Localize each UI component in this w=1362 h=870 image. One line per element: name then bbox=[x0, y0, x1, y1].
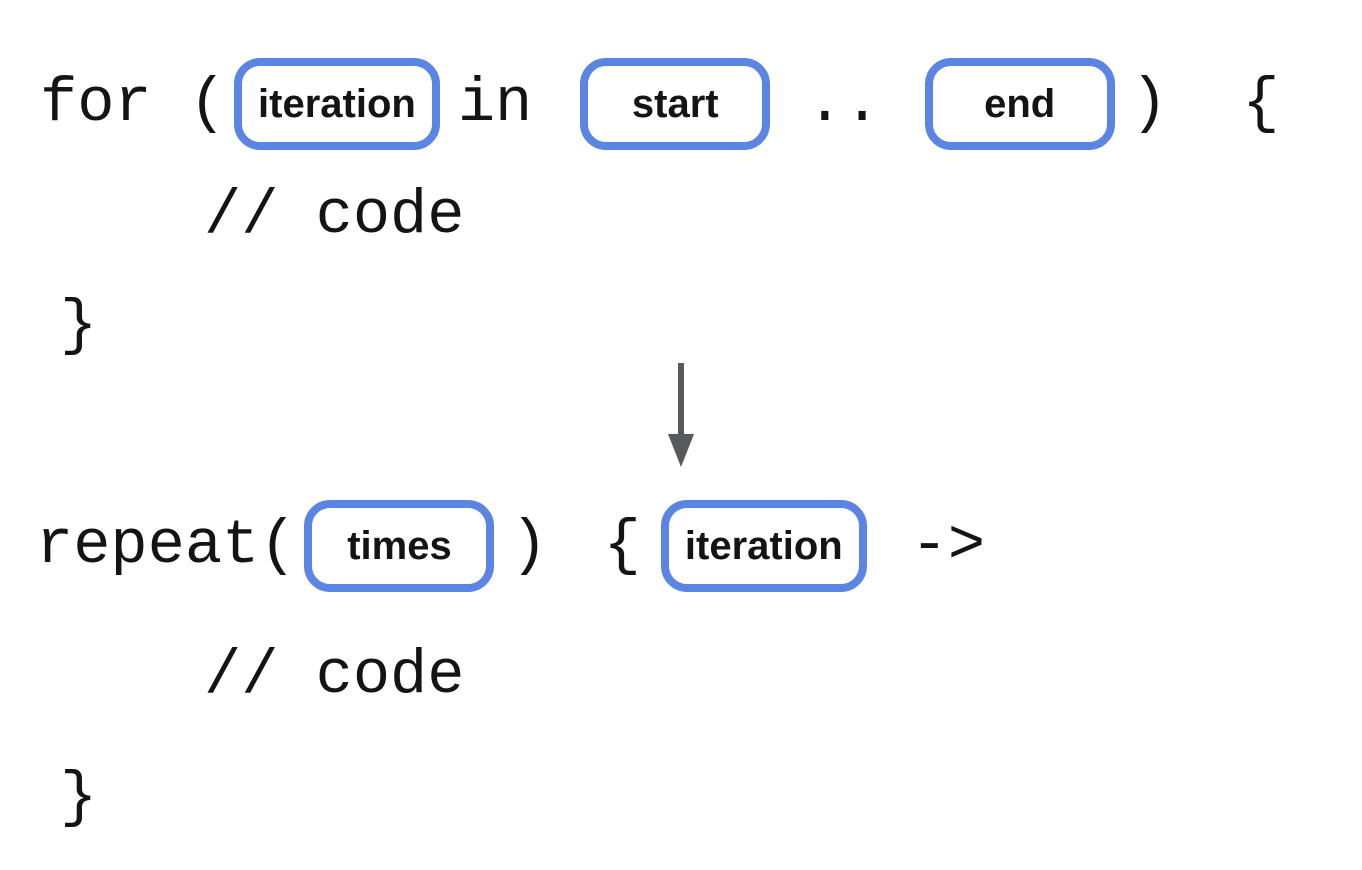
times-placeholder-pill: times bbox=[304, 500, 495, 592]
for-keyword-open: for ( bbox=[40, 68, 227, 140]
for-closing-brace-line: } bbox=[60, 290, 97, 361]
lambda-arrow-operator: -> bbox=[910, 510, 986, 582]
repeat-iteration-placeholder-label: iteration bbox=[684, 523, 843, 568]
in-keyword: in bbox=[457, 68, 533, 140]
down-arrow-icon bbox=[668, 363, 694, 467]
for-body-comment: // code bbox=[204, 180, 465, 251]
for-syntax-line: for ( iteration in start .. end ) { bbox=[40, 58, 1280, 150]
times-placeholder-label: times bbox=[347, 523, 452, 568]
repeat-body-line: // code bbox=[204, 640, 464, 711]
for-closing-brace: } bbox=[60, 290, 98, 361]
repeat-iteration-placeholder-pill: iteration bbox=[660, 500, 867, 592]
repeat-closing-brace-line: } bbox=[60, 762, 97, 833]
for-close-paren-open-brace: ) { bbox=[1130, 68, 1280, 140]
repeat-open-brace: { bbox=[603, 510, 641, 582]
iteration-placeholder-pill: iteration bbox=[234, 58, 440, 150]
repeat-close-paren: ) bbox=[510, 510, 548, 582]
repeat-syntax-line: repeat( times ) { iteration -> bbox=[36, 500, 985, 592]
end-placeholder-label: end bbox=[984, 81, 1056, 126]
repeat-closing-brace: } bbox=[60, 762, 98, 833]
for-body-line: // code bbox=[204, 180, 464, 251]
start-placeholder-pill: start bbox=[580, 58, 771, 150]
transform-arrow-container bbox=[666, 362, 696, 468]
repeat-body-comment: // code bbox=[204, 640, 465, 711]
iteration-placeholder-label: iteration bbox=[258, 81, 416, 126]
repeat-keyword-open: repeat( bbox=[36, 510, 297, 582]
range-operator: .. bbox=[806, 68, 881, 140]
start-placeholder-label: start bbox=[631, 81, 719, 126]
end-placeholder-pill: end bbox=[924, 58, 1115, 150]
